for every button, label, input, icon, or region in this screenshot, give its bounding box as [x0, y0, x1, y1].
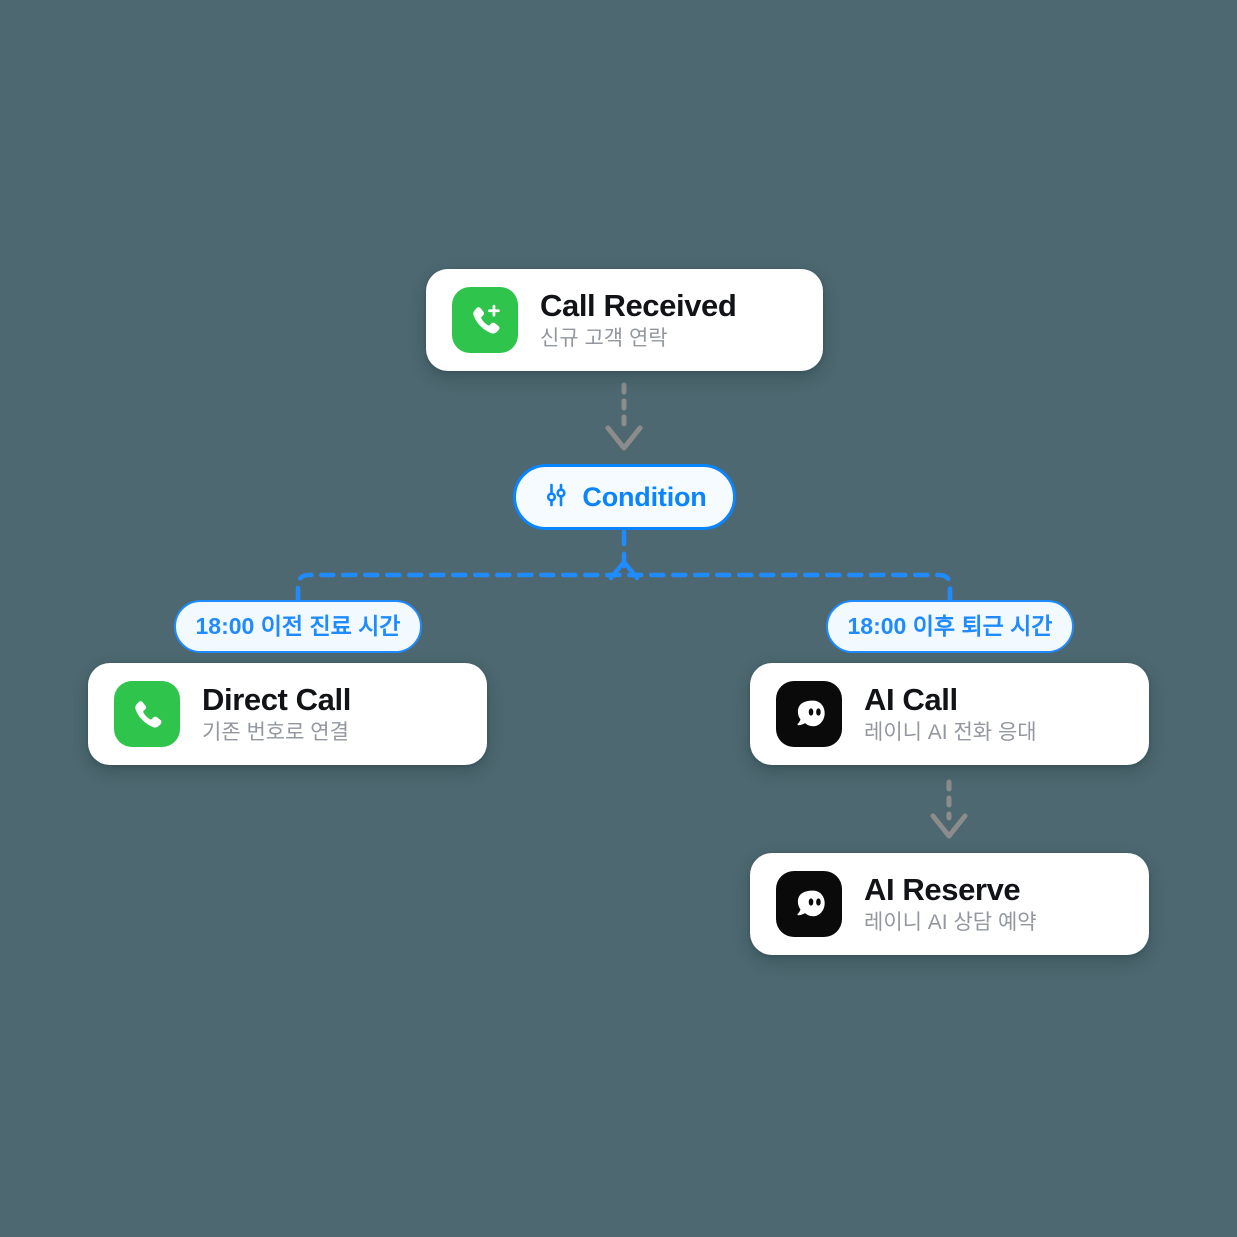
- connector-ai-call-to-ai-reserve: [930, 779, 968, 839]
- sliders-icon: [542, 481, 570, 514]
- branch-label-right-text: 18:00 이후 퇴근 시간: [847, 613, 1053, 639]
- connector-condition-branch-split: [295, 529, 953, 603]
- ai-ghost-icon: [776, 871, 842, 937]
- node-subtitle: 레이니 AI 상담 예약: [864, 910, 1037, 934]
- phone-plus-icon: [452, 287, 518, 353]
- node-ai-reserve[interactable]: AI Reserve 레이니 AI 상담 예약: [750, 853, 1149, 955]
- branch-label-right[interactable]: 18:00 이후 퇴근 시간: [826, 600, 1074, 653]
- node-call-received[interactable]: Call Received 신규 고객 연락: [426, 269, 823, 371]
- node-direct-call-text: Direct Call 기존 번호로 연결: [202, 682, 351, 745]
- node-subtitle: 기존 번호로 연결: [202, 720, 349, 744]
- connector-call-received-to-condition: [605, 382, 643, 451]
- node-subtitle: 레이니 AI 전화 응대: [864, 720, 1037, 744]
- node-title: AI Call: [864, 682, 958, 718]
- node-ai-reserve-text: AI Reserve 레이니 AI 상담 예약: [864, 872, 1037, 935]
- node-title: Call Received: [540, 288, 737, 324]
- branch-label-left-text: 18:00 이전 진료 시간: [195, 613, 401, 639]
- phone-icon: [114, 681, 180, 747]
- ai-ghost-icon: [776, 681, 842, 747]
- node-title: Direct Call: [202, 682, 351, 718]
- node-subtitle: 신규 고객 연락: [540, 326, 668, 350]
- node-direct-call[interactable]: Direct Call 기존 번호로 연결: [88, 663, 487, 765]
- condition-label: Condition: [582, 481, 707, 512]
- node-ai-call-text: AI Call 레이니 AI 전화 응대: [864, 682, 1037, 745]
- condition-node[interactable]: Condition: [513, 464, 736, 530]
- node-ai-call[interactable]: AI Call 레이니 AI 전화 응대: [750, 663, 1149, 765]
- branch-label-left[interactable]: 18:00 이전 진료 시간: [174, 600, 422, 653]
- node-title: AI Reserve: [864, 872, 1021, 908]
- node-call-received-text: Call Received 신규 고객 연락: [540, 288, 737, 351]
